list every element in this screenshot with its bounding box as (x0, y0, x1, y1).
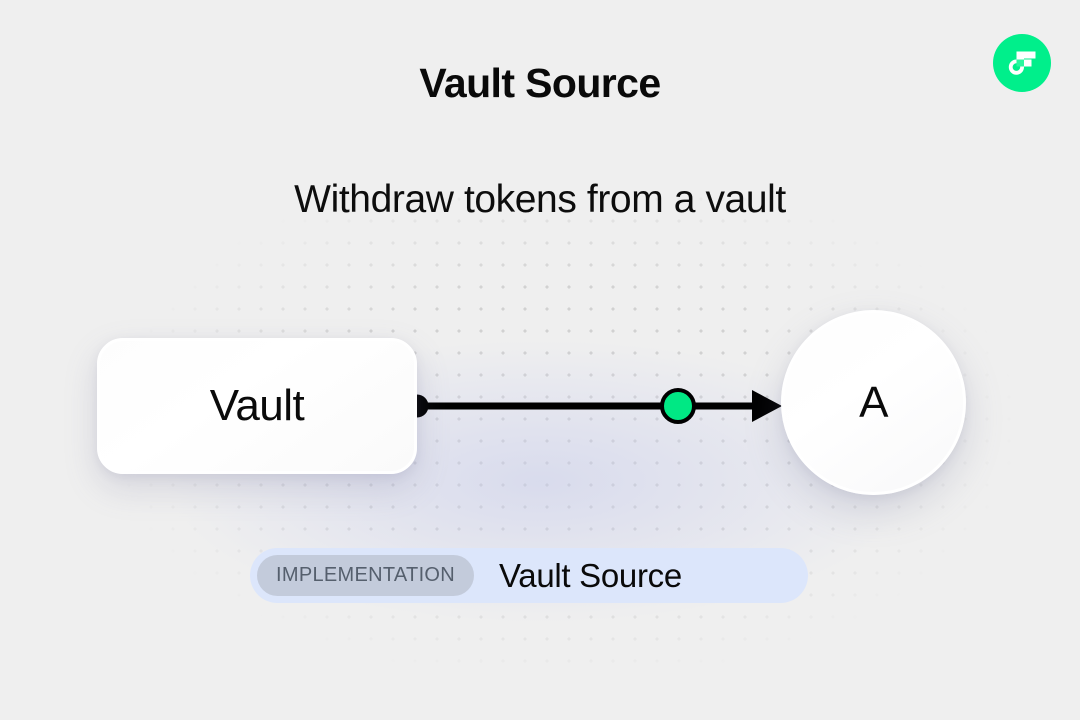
node-a-label: A (859, 377, 888, 427)
implementation-badge[interactable]: IMPLEMENTATION Vault Source (250, 548, 808, 603)
implementation-tag: IMPLEMENTATION (257, 555, 475, 596)
page-subtitle: Withdraw tokens from a vault (294, 178, 786, 221)
node-vault-label: Vault (209, 381, 305, 430)
node-vault[interactable]: Vault (97, 338, 417, 474)
implementation-name: Vault Source (499, 556, 682, 594)
page-title: Vault Source (419, 60, 661, 106)
flow-logo-mark (1008, 51, 1036, 75)
flow-logo-icon[interactable] (993, 34, 1051, 92)
node-a[interactable]: A (781, 310, 966, 495)
